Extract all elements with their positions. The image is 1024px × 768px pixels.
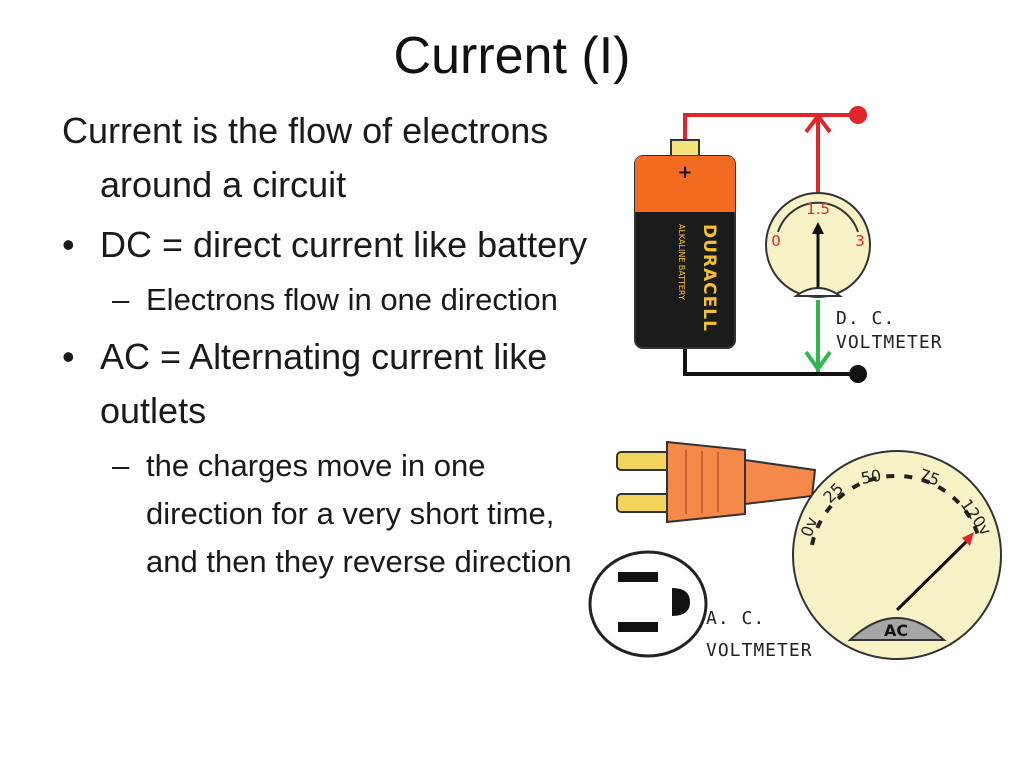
ac-label-line2: VOLTMETER (706, 640, 813, 661)
negative-wire (683, 346, 858, 376)
dc-dial-min: 0 (771, 232, 781, 250)
red-arrow-icon (804, 112, 832, 134)
dash-glyph: – (112, 448, 130, 483)
bullet-glyph: • (62, 336, 75, 377)
ac-bullet: • AC = Alternating current like outlets (62, 330, 602, 438)
dc-meter-dial: 1.5 0 3 (765, 192, 871, 298)
battery-brand: DURACELL (699, 224, 719, 332)
dc-voltmeter-illustration: + DURACELL ALKALINE BATTERY 1.5 0 3 D. C… (634, 106, 943, 383)
slide-body: Current is the flow of electrons around … (62, 104, 602, 586)
bullet-glyph: • (62, 224, 75, 265)
battery-icon: + DURACELL ALKALINE BATTERY (634, 139, 736, 349)
ac-sub-text: the charges move in one direction for a … (146, 448, 572, 579)
ac-voltmeter-illustration: AC 0v 25 50 75 120v A. C. VOLTMETER (588, 440, 1002, 661)
dc-bullet: • DC = direct current like battery (62, 218, 602, 272)
dc-label-line2: VOLTMETER (836, 332, 943, 353)
slide-title: Current (I) (393, 27, 631, 85)
ac-bullet-text: AC = Alternating current like outlets (100, 336, 548, 431)
battery-positive-sign: + (677, 162, 692, 183)
dc-needle-icon (812, 222, 824, 234)
negative-terminal-dot (849, 365, 867, 383)
wall-outlet-icon (588, 550, 708, 658)
battery-subtext: ALKALINE BATTERY (677, 224, 686, 300)
dc-sub-bullet: – Electrons flow in one direction (62, 276, 602, 324)
ac-meter-badge: AC (884, 621, 908, 640)
dc-dial-max: 3 (855, 232, 865, 250)
positive-wire (683, 113, 858, 140)
intro-paragraph: Current is the flow of electrons around … (62, 110, 549, 205)
plug-icon (616, 440, 817, 524)
ac-scale-50: 50 (859, 466, 882, 488)
dash-glyph: – (112, 282, 130, 317)
ac-meter-dial: AC 0v 25 50 75 120v (792, 450, 1002, 660)
green-arrow-icon (804, 350, 832, 373)
positive-terminal-dot (849, 106, 867, 124)
ac-label-line1: A. C. (706, 608, 765, 629)
ac-sub-bullet: – the charges move in one direction for … (62, 442, 602, 586)
dc-dial-center: 1.5 (806, 200, 830, 218)
dc-label-line1: D. C. (836, 308, 895, 329)
dc-bullet-text: DC = direct current like battery (100, 224, 588, 265)
dc-sub-text: Electrons flow in one direction (146, 282, 558, 317)
ac-needle-icon (962, 532, 974, 546)
